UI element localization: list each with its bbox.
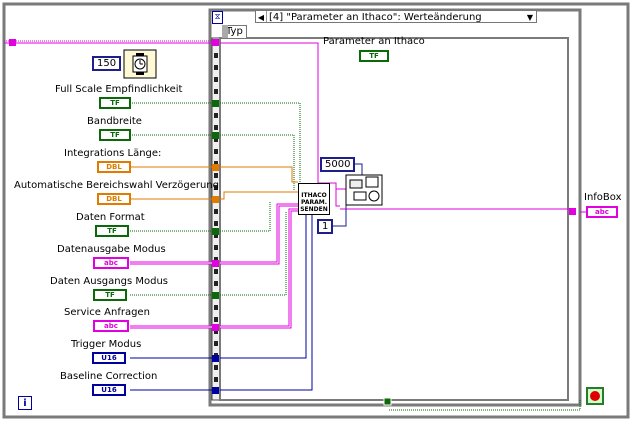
terminal-daten-format[interactable]: TF <box>95 225 129 237</box>
index-constant[interactable]: 1 <box>317 219 334 234</box>
typ-label: Typ <box>222 25 247 39</box>
typ-terminal <box>222 25 228 38</box>
while-loop-frame <box>2 2 630 419</box>
terminal-daten-ausgangs[interactable]: TF <box>93 289 127 301</box>
iteration-terminal-icon: i <box>18 396 32 410</box>
infobox-terminal[interactable]: abc <box>586 206 618 218</box>
terminal-datenausgabe[interactable]: abc <box>93 257 129 269</box>
case-label: [4] "Parameter an Ithaco": Werteänderung <box>269 12 482 22</box>
label-service: Service Anfragen <box>64 307 150 318</box>
case-prev-icon[interactable]: ◀ <box>256 11 267 22</box>
terminal-baseline[interactable]: U16 <box>92 384 126 396</box>
label-daten-format: Daten Format <box>76 212 145 223</box>
timeout-constant[interactable]: 5000 <box>320 157 356 172</box>
terminal-bandbreite[interactable]: TF <box>99 129 131 141</box>
label-integrations: Integrations Länge: <box>64 148 162 159</box>
stop-terminal-icon[interactable] <box>587 388 603 404</box>
label-full-scale: Full Scale Empfindlichkeit <box>55 84 183 95</box>
infobox-label: InfoBox <box>584 192 622 203</box>
case-selector-terminal[interactable]: ⧖ <box>212 11 223 24</box>
tunnel-markers <box>9 39 576 406</box>
label-auto-bereich: Automatische Bereichswahl Verzögerung <box>14 180 219 191</box>
terminal-integrations[interactable]: DBL <box>97 161 131 173</box>
terminal-auto-bereich[interactable]: DBL <box>97 193 131 205</box>
label-daten-ausgangs: Daten Ausgangs Modus <box>50 276 168 287</box>
label-baseline: Baseline Correction <box>60 371 158 382</box>
parameter-label: Parameter an Ithaco <box>323 36 425 47</box>
terminal-trigger[interactable]: U16 <box>92 352 126 364</box>
case-selector[interactable]: ◀ [4] "Parameter an Ithaco": Werteänderu… <box>255 10 537 23</box>
label-trigger: Trigger Modus <box>71 339 142 350</box>
ithaco-param-senden-subvi[interactable]: ITHACO PARAM. SENDEN <box>298 183 330 215</box>
terminal-service[interactable]: abc <box>93 320 129 332</box>
case-structure-frame <box>208 8 582 407</box>
wait-ms-constant[interactable]: 150 <box>92 56 122 71</box>
case-dropdown-icon[interactable]: ▼ <box>526 13 534 22</box>
terminal-full-scale[interactable]: TF <box>99 97 131 109</box>
parameter-terminal[interactable]: TF <box>359 50 389 62</box>
label-bandbreite: Bandbreite <box>87 116 142 127</box>
label-datenausgabe: Datenausgabe Modus <box>57 244 166 255</box>
